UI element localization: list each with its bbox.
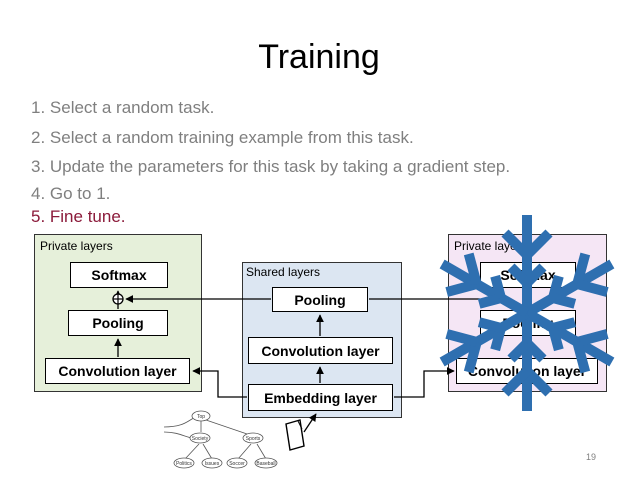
- tree-node-sports: Sports: [246, 436, 261, 442]
- shared-pooling-box: Pooling: [272, 287, 368, 312]
- shared-panel-label: Shared layers: [246, 265, 321, 279]
- tree-node-society: Society: [192, 436, 209, 442]
- slide-title: Training: [258, 38, 380, 76]
- parse-tree-icon: [163, 410, 278, 469]
- connector-arrows: [114, 290, 480, 433]
- page-number: 19: [586, 452, 597, 462]
- sum-node-icon: [112, 293, 124, 305]
- tree-node-top: Top: [197, 414, 205, 420]
- document-icon: [285, 419, 305, 451]
- left-panel-label: Private layers: [40, 239, 113, 253]
- shared-embedding-box: Embedding layer: [248, 384, 393, 411]
- left-pooling-box: Pooling: [68, 310, 168, 336]
- tree-node-politics: Politics: [176, 461, 192, 467]
- tree-node-soccer: Soccer: [229, 461, 245, 467]
- step-4: 4. Go to 1.: [31, 184, 111, 203]
- left-conv-box: Convolution layer: [45, 358, 190, 384]
- shared-conv-box: Convolution layer: [248, 337, 393, 364]
- step-1: 1. Select a random task.: [31, 98, 215, 117]
- left-softmax-box: Softmax: [70, 262, 168, 288]
- step-5: 5. Fine tune.: [31, 207, 126, 226]
- step-3: 3. Update the parameters for this task b…: [31, 157, 511, 176]
- tree-node-issues: Issues: [205, 461, 220, 467]
- snowflake-icon: [439, 215, 615, 411]
- parse-tree-labels: Top Society Sports Politics Issues Socce…: [176, 414, 276, 467]
- tree-node-baseball: Baseball: [256, 461, 275, 467]
- step-2: 2. Select a random training example from…: [31, 128, 414, 147]
